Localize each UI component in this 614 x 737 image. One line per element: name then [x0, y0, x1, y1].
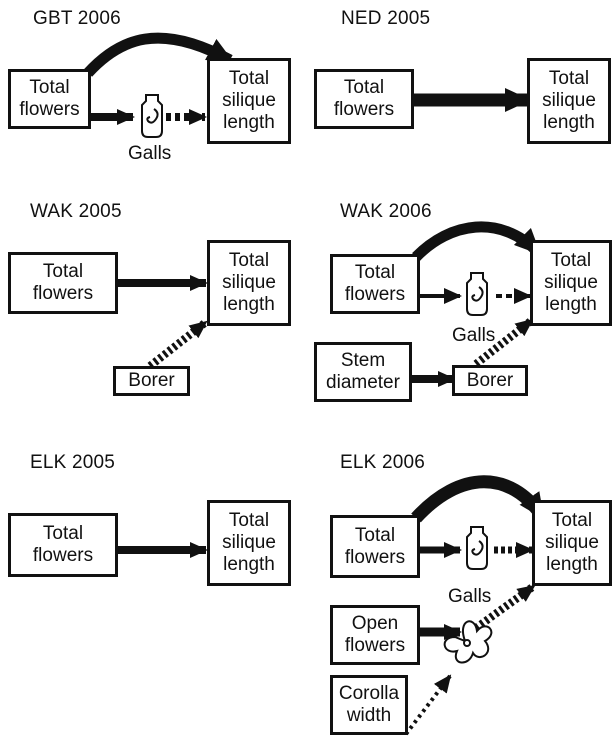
box-line: Total: [42, 523, 84, 544]
box-line: length: [546, 554, 598, 575]
wak05-borer-to-length-arrow: [147, 318, 209, 370]
box-line: Stem: [340, 350, 386, 371]
panel-title: ELK 2006: [340, 452, 426, 473]
box-line: Corolla: [338, 683, 400, 704]
box-line: width: [346, 705, 392, 726]
box-line: Total: [550, 250, 592, 271]
box-line: length: [223, 554, 275, 575]
box-line: Total: [42, 261, 84, 282]
box-line: Total: [548, 68, 590, 89]
box-line: length: [223, 112, 275, 133]
galls-label: Galls: [128, 143, 172, 164]
box-line: Total: [228, 68, 270, 89]
box-line: silique: [222, 272, 276, 293]
elk06-corolla-to-flower-arrow: [404, 674, 452, 736]
panel-title: WAK 2005: [30, 201, 122, 222]
panel-title: WAK 2006: [340, 201, 432, 222]
panel-title: GBT 2006: [33, 8, 121, 29]
box-line: silique: [542, 90, 596, 111]
box-line: flowers: [344, 284, 406, 305]
box-line: silique: [222, 90, 276, 111]
borer-label: Borer: [466, 369, 514, 391]
gall-icon: [141, 94, 163, 138]
borer-box: Borer: [452, 365, 528, 396]
elk06-curved-arrow: [411, 475, 548, 523]
gbt-curved-arrow: [83, 32, 234, 77]
borer-label: Borer: [128, 370, 175, 391]
box-line: Total: [29, 77, 70, 98]
box-line: length: [223, 294, 275, 315]
gall-icon: [466, 272, 488, 316]
box-line: silique: [545, 532, 599, 553]
box-line: Total: [354, 262, 396, 283]
box-line: Total: [228, 250, 270, 271]
box-line: flowers: [333, 99, 395, 120]
box-line: silique: [222, 532, 276, 553]
borer-box: Borer: [113, 366, 190, 396]
panel-title: ELK 2005: [30, 452, 116, 473]
box-line: flowers: [32, 283, 94, 304]
box-line: length: [545, 294, 597, 315]
box-line: Total: [228, 510, 270, 531]
galls-label: Galls: [452, 325, 496, 346]
box-line: flowers: [19, 99, 80, 120]
box-line: Total: [343, 77, 385, 98]
box-line: flowers: [32, 545, 94, 566]
galls-label: Galls: [448, 586, 492, 607]
gall-icon: [466, 526, 488, 570]
box-line: Total: [354, 524, 396, 546]
box-line: length: [543, 112, 595, 133]
box-line: Total: [551, 510, 593, 531]
box-line: flowers: [344, 635, 406, 656]
panel-title: NED 2005: [341, 8, 431, 29]
box-line: silique: [544, 272, 598, 293]
box-line: flowers: [344, 546, 406, 568]
flower-icon: [443, 620, 493, 664]
box-line: diameter: [326, 372, 400, 393]
box-line: Open: [351, 613, 399, 634]
wak06-curved-arrow: [412, 221, 542, 261]
